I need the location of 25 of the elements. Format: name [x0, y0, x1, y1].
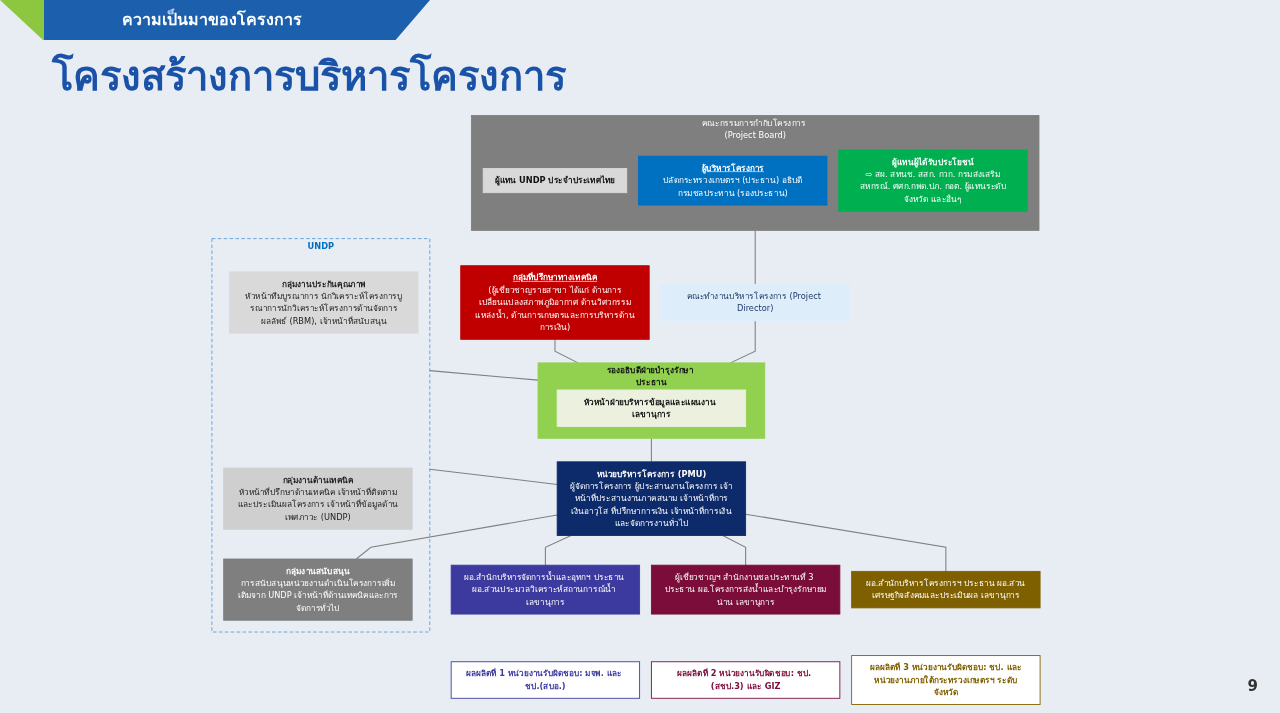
connector — [754, 229, 756, 285]
node-box: ผลผลิตที่ 3 หน่วยงานรับผิดชอบ: ชป. และหน่วยงานภายใต้กระทรวงเกษตรฯ ระดับจังหวัด — [851, 655, 1041, 705]
node-box: ผู้บริหารโครงการ ปลัดกระทรวงเกษตรฯ (ประธาน) อธิบดีกรมชลประทาน (รองประธาน) — [638, 155, 828, 206]
connector — [745, 513, 947, 572]
connector — [355, 514, 558, 560]
section-banner: ความเป็นมาของโครงการ — [0, 0, 430, 40]
connector — [429, 468, 558, 485]
node-box: ผลผลิตที่ 1 หน่วยงานรับผิดชอบ: มจพ. และ ชป.(สบอ.) — [450, 661, 641, 699]
node-box: ผอ.สำนักบริหารจัดการน้ำและอุทกฯ ประธาน ผอ.ส่วนประมวลวิเคราะห์สถานการณ์น้ำ เลขานุการ — [450, 564, 641, 615]
node-box: กลุ่มงานสนับสนุน การสนับสนุนหน่วยงานดำเนินโครงการเพิ่มเติมจาก UNDP เจ้าหน้าที่ด้านเทคนิคและการจัดการทั่วไป — [223, 558, 413, 621]
node-box: ผู้แทนผู้ได้รับประโยชน์ ⇨ สผ. สทนช. สสก. กวก. กรมส่งเสริมสหกรณ์. ศศก.กพด.ปภ. กอต. ผู้แทนระดับจังหวัด และอื่นๆ — [838, 149, 1028, 212]
connector — [429, 370, 539, 381]
page-title: โครงสร้างการบริหารโครงการ — [52, 52, 566, 100]
node-box: ผอ.สำนักบริหารโครงการฯ ประธาน ผอ.ส่วนเศรษฐกิจสังคมและประเมินผล เลขานุการ — [851, 570, 1041, 609]
node-box: ผู้เชี่ยวชาญฯ สำนักงานชลประทานที่ 3 ประธาน ผอ.โครงการส่งน้ำและบำรุงรักษายมน่าน เลขานุการ — [650, 564, 841, 615]
node-box: คณะทำงานบริหารโครงการ (Project Director) — [660, 283, 850, 322]
node-box: กลุ่มที่ปรึกษาทางเทคนิค (ผู้เชี่ยวชาญรายสาขา ได้แก่ ด้านการเปลี่ยนแปลงสภาพภูมิอากาศ ด้านวิศวกรรมแหล่งน้ำ, ด้านการเกษตรและการบริหารด้านการเงิน) — [460, 265, 650, 340]
node-box: ผลผลิตที่ 2 หน่วยงานรับผิดชอบ: ชป. (สชป.3) และ GIZ — [650, 661, 841, 699]
page-number: 9 — [1247, 677, 1258, 695]
node-box: หน่วยบริหารโครงการ (PMU) ผู้จัดการโครงการ ผู้ประสานงานโครงการ เจ้าหน้าที่ประสานงานภาคสนาม เจ้าหน้าที่การเงินอาวุโส ที่ปรึกษาการเงิน เจ้าหน้าที่การเงินและจัดการงานทั่วไป — [556, 461, 747, 536]
node-box: กลุ่มงานด้านเทคนิค หัวหน้าที่ปรึกษาด้านเทคนิค เจ้าหน้าที่ติดตามและประเมินผลโครงการ เจ้าหน้าที่ข้อมูลด้านเพศภาวะ (UNDP) — [223, 467, 413, 530]
connector — [650, 437, 652, 463]
node-box: ผู้แทน UNDP ประจำประเทศไทย — [482, 168, 628, 194]
node-box: หัวหน้าฝ่ายบริหารข้อมูลและแผนงาน เลขานุการ — [556, 389, 747, 427]
node-box: กลุ่มงานประกันคุณภาพ หัวหน้าทีมบูรณาการ นักวิเคราะห์โครงการบูรณาการนักวิเคราะห์โครงการด้านจัดการผลลัพธ์ (RBM), เจ้าหน้าที่สนับสนุน — [229, 271, 419, 334]
